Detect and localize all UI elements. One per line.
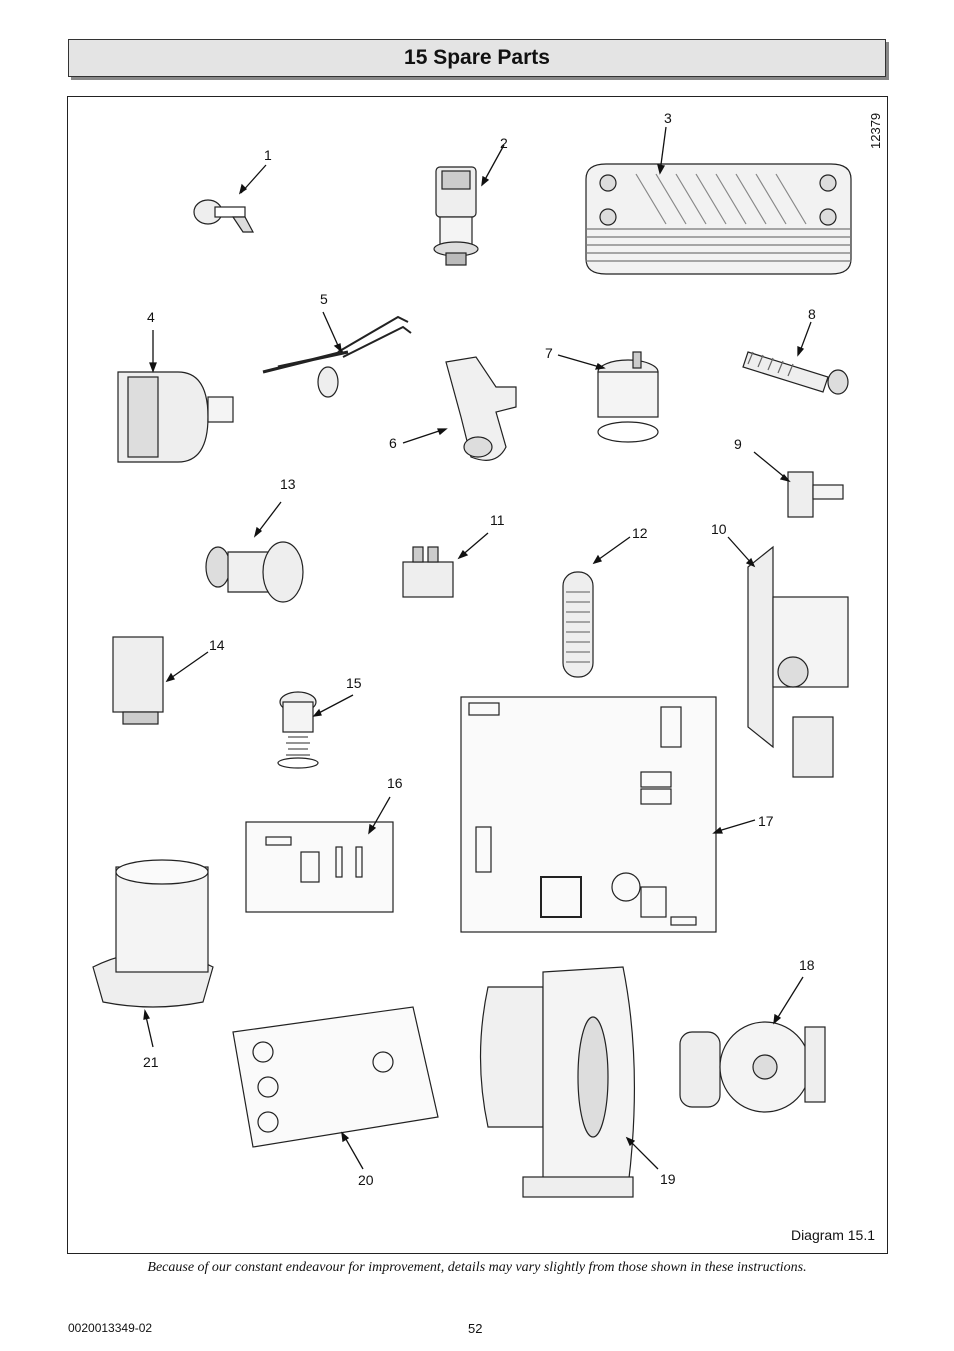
callout-arrows <box>143 126 812 1170</box>
callout-12: 12 <box>632 525 648 541</box>
part-1-thermostat <box>193 199 254 233</box>
part-11-switch <box>402 546 454 598</box>
callout-15: 15 <box>346 675 362 691</box>
callout-7: 7 <box>545 345 553 361</box>
callout-2: 2 <box>500 135 508 151</box>
part-20-pcb <box>232 1006 439 1148</box>
part-12-filter <box>562 571 594 678</box>
callout-16: 16 <box>387 775 403 791</box>
callout-17: 17 <box>758 813 774 829</box>
callout-5: 5 <box>320 291 328 307</box>
part-14-sensor <box>112 636 164 725</box>
page-number: 52 <box>468 1321 483 1336</box>
callout-13: 13 <box>280 476 296 492</box>
part-18-pump <box>679 1021 826 1113</box>
part-16-pcb <box>245 821 394 913</box>
part-15-valve-head <box>277 691 319 769</box>
callout-8: 8 <box>808 306 816 322</box>
part-8-cartridge <box>742 351 849 395</box>
section-title-banner: 15 Spare Parts <box>68 39 886 77</box>
part-4-motor <box>117 371 234 463</box>
document-number: 0020013349-02 <box>68 1321 153 1335</box>
callout-20: 20 <box>358 1172 374 1188</box>
part-10-gas-valve <box>747 545 849 778</box>
part-7-air-vent <box>597 351 659 443</box>
parts-illustration <box>92 126 852 1198</box>
callout-9: 9 <box>734 436 742 452</box>
part-5-electrode <box>262 315 412 398</box>
callout-1: 1 <box>264 147 272 163</box>
callout-21: 21 <box>143 1054 159 1070</box>
callout-6: 6 <box>389 435 397 451</box>
callout-19: 19 <box>660 1171 676 1187</box>
callout-14: 14 <box>209 637 225 653</box>
callout-18: 18 <box>799 957 815 973</box>
callout-11: 11 <box>490 512 505 528</box>
page-title: 15 Spare Parts <box>404 46 550 69</box>
diagram-caption: Diagram 15.1 <box>790 1227 875 1243</box>
spare-parts-diagram: 12379 1 2 3 4 5 6 7 8 9 10 11 12 13 14 1… <box>67 96 888 1254</box>
part-21-burner <box>92 859 214 1008</box>
callout-4: 4 <box>147 309 155 325</box>
callout-10: 10 <box>711 521 727 537</box>
figure-id: 12379 <box>868 112 883 149</box>
part-9-switch <box>787 471 844 518</box>
part-3-heat-exchanger <box>585 163 852 275</box>
part-19-fan <box>479 966 635 1198</box>
disclaimer: Because of our constant endeavour for im… <box>147 1260 807 1275</box>
part-17-main-pcb <box>460 696 717 933</box>
part-6-valve <box>445 356 517 461</box>
part-2-pressure-sensor <box>433 166 479 266</box>
part-13-fitting <box>205 541 304 603</box>
callout-3: 3 <box>664 110 672 126</box>
